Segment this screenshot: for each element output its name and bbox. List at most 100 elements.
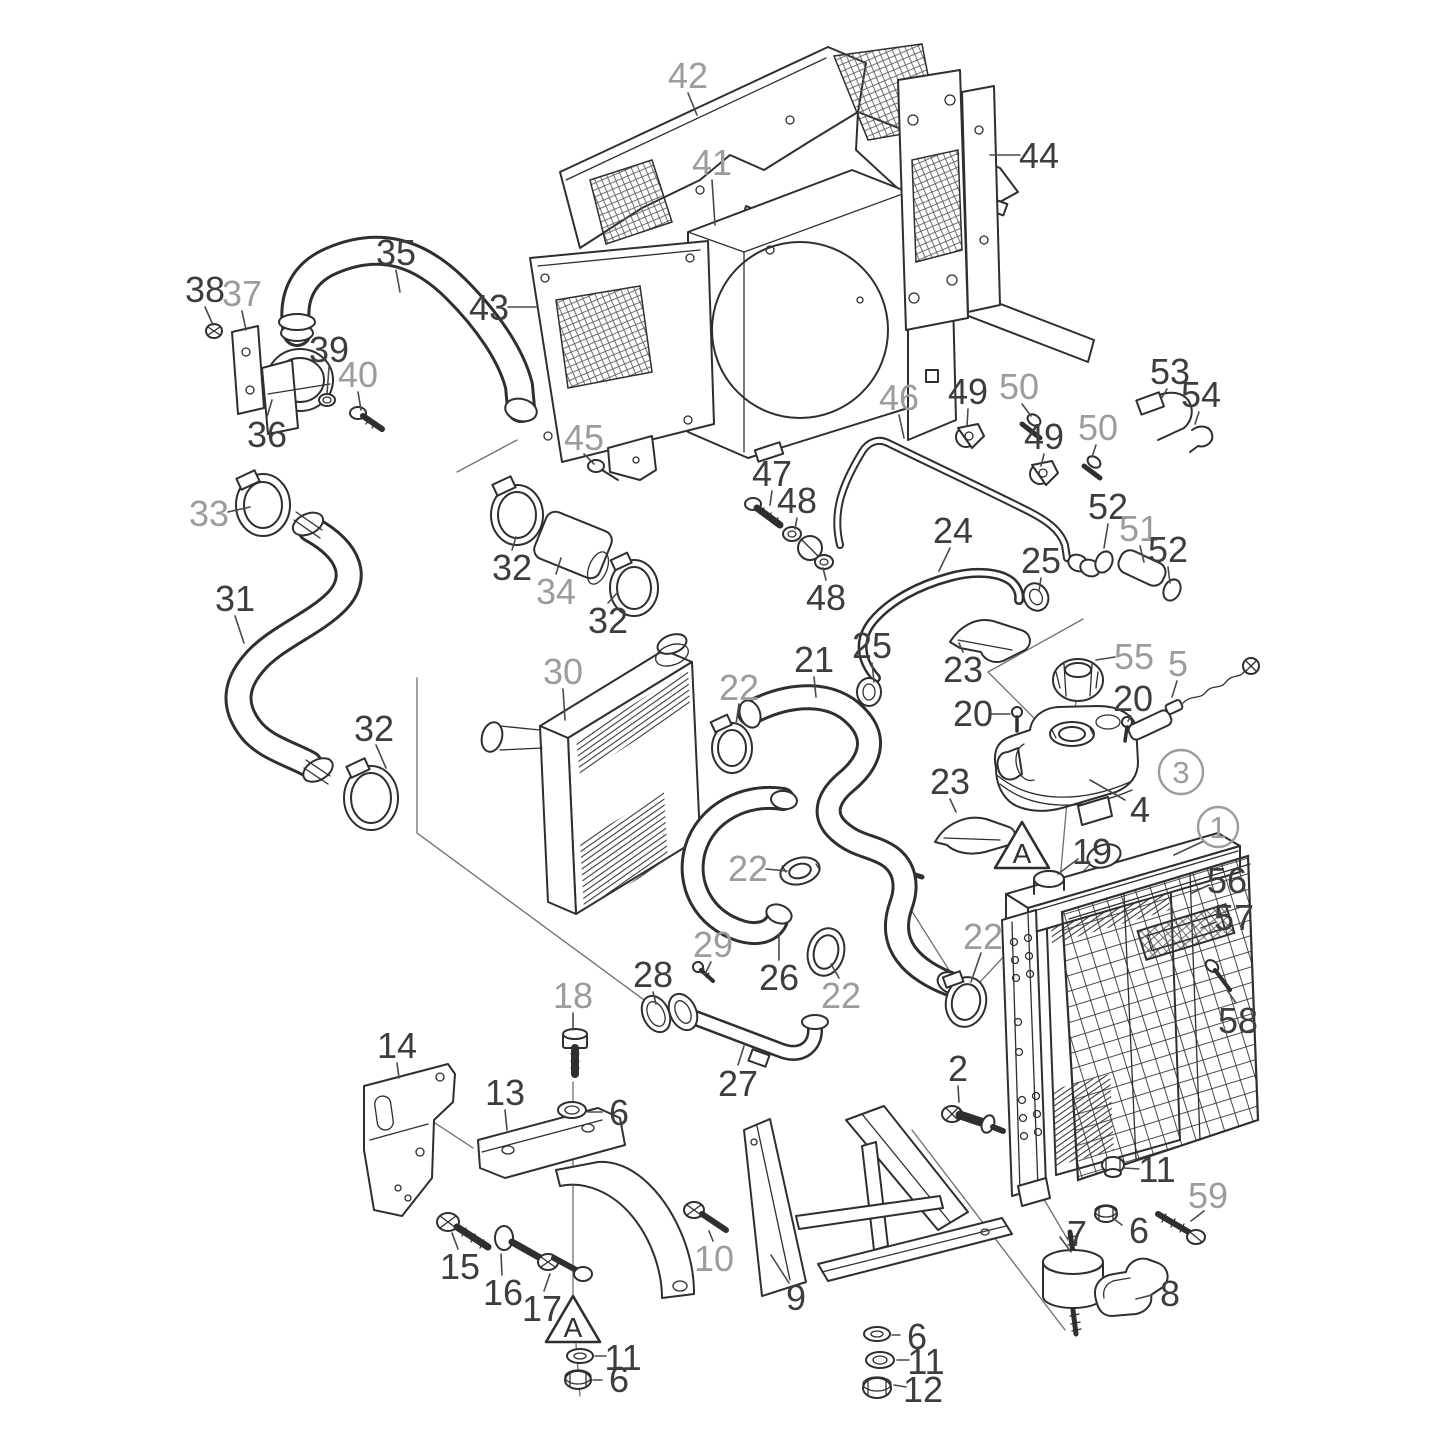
part-callout-20: 20 (1113, 678, 1153, 719)
part-callout-19: 19 (1072, 831, 1112, 872)
callout-leader-59 (1190, 1210, 1205, 1222)
circled-ref-3 (1157, 748, 1205, 796)
part-callout-35: 35 (376, 232, 416, 273)
part-callout-52: 52 (1088, 486, 1128, 527)
screw-58 (1204, 959, 1232, 992)
clamp-8 (1094, 1257, 1169, 1317)
upper-hose (278, 235, 538, 423)
support-bracket-group (683, 1105, 1013, 1399)
callout-leader-37 (241, 310, 247, 331)
sleeve-and-clamps (490, 475, 659, 617)
callout-leader-47 (769, 490, 773, 506)
callout-leader-55 (1095, 656, 1116, 661)
bolt-17 (551, 1255, 593, 1282)
callout-leader-5 (1171, 680, 1178, 698)
part-callout-8: 8 (1160, 1273, 1180, 1314)
bypass-pipe-group (640, 786, 846, 1068)
warning-triangle-label-0: A (1013, 838, 1032, 869)
callout-leader-4 (1089, 779, 1126, 801)
callout-leader-6 (1113, 1218, 1123, 1226)
clip-23-upper (949, 619, 1031, 663)
callout-leader-46 (898, 414, 905, 439)
vent-pipe-group (744, 391, 1214, 602)
callout-leader-23 (949, 798, 957, 813)
callout-leader-22 (830, 963, 840, 979)
callout-leader-32 (511, 536, 517, 551)
part-callout-45: 45 (564, 417, 604, 458)
callout-leader-36 (266, 399, 273, 418)
callout-leader-28 (652, 991, 657, 1005)
lower-hose (224, 469, 399, 831)
part-callout-17: 17 (522, 1288, 562, 1329)
callout-leader-52 (1167, 566, 1171, 584)
part-callout-49: 49 (948, 371, 988, 412)
bolt-15 (436, 1212, 492, 1251)
part-callout-22: 22 (728, 848, 768, 889)
callout-leader-20 (1127, 715, 1132, 722)
washer-6a (557, 1101, 587, 1119)
intercooler (480, 633, 701, 915)
part-callout-6: 6 (609, 1092, 629, 1133)
bolt-10 (683, 1201, 729, 1233)
callout-leader-8 (1135, 1294, 1153, 1300)
circled-ref-label-3: 3 (1172, 755, 1189, 790)
nut-11c (1101, 1156, 1125, 1178)
part-callout-23: 23 (930, 761, 970, 802)
callout-leader-30 (562, 688, 566, 721)
part-callout-4: 4 (1130, 789, 1150, 830)
part-callout-57: 57 (1214, 897, 1254, 938)
part-callout-43: 43 (469, 287, 509, 328)
part-callout-31: 31 (215, 578, 255, 619)
callout-leader-48 (794, 517, 798, 530)
callout-leader-25 (871, 662, 875, 683)
part-callout-9: 9 (786, 1277, 806, 1318)
part-callout-48: 48 (806, 577, 846, 618)
part-callout-16: 16 (483, 1272, 523, 1313)
callout-leader-22 (765, 868, 788, 872)
callout-leader-31 (234, 615, 245, 644)
callout-leader-29 (704, 961, 712, 975)
part-callout-51: 51 (1119, 508, 1159, 549)
part-callout-58: 58 (1218, 1000, 1258, 1041)
callout-leader-23 (958, 642, 964, 653)
callout-leader-39 (326, 366, 330, 395)
pipe-clamp-49a (955, 423, 985, 449)
bolt-16 (494, 1225, 559, 1271)
part-callout-54: 54 (1181, 374, 1221, 415)
clip-54 (1189, 425, 1214, 453)
part-callout-46: 46 (879, 377, 919, 418)
flange-ring-22b (779, 856, 821, 886)
warning-triangle-icon (993, 820, 1051, 870)
callout-leader-42 (687, 92, 698, 116)
callout-leader-58 (1226, 989, 1237, 1004)
sensor-5 (1127, 657, 1260, 741)
callout-leader-33 (227, 506, 251, 513)
washer-11a (566, 1348, 594, 1364)
callout-leader-38 (204, 306, 214, 326)
part-callout-10: 10 (694, 1238, 734, 1279)
callout-leader-50 (1021, 403, 1032, 417)
part-callout-52: 52 (1148, 529, 1188, 570)
part-callout-32: 32 (354, 708, 394, 749)
callout-leader-35 (395, 269, 401, 293)
callout-leader-13 (504, 1109, 508, 1131)
callout-leader-9 (770, 1254, 790, 1284)
callout-leader-25 (1038, 577, 1042, 592)
callout-leader-40 (357, 391, 362, 411)
side-panel-right (897, 69, 1001, 331)
drain-cock-2 (941, 1105, 1006, 1134)
part-callout-59: 59 (1188, 1175, 1228, 1216)
part-callout-34: 34 (536, 571, 576, 612)
mount-group (1042, 1156, 1206, 1337)
callout-leader-34 (555, 557, 562, 575)
callout-leader-48 (822, 567, 827, 581)
part-callout-53: 53 (1150, 351, 1190, 392)
warning-triangle-icon (544, 1294, 602, 1344)
part-callout-6: 6 (907, 1316, 927, 1357)
callout-leaders (204, 92, 1237, 1388)
callout-leader-53 (1160, 388, 1168, 400)
warning-triangle-label-1: A (564, 1312, 583, 1343)
part-callout-11: 11 (907, 1341, 944, 1382)
hose-clamp-bracket (205, 323, 385, 435)
